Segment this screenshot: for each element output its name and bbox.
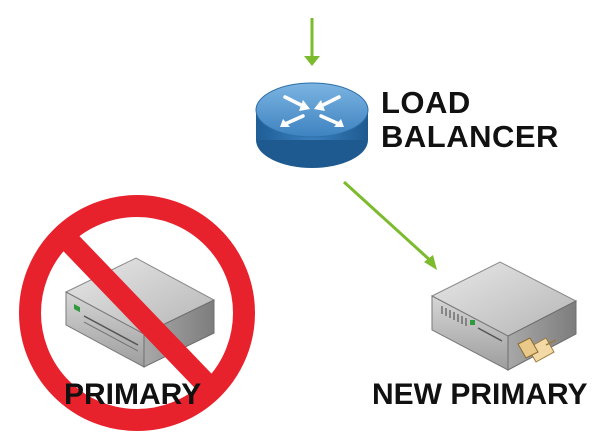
- network-cable-icon: [517, 337, 557, 363]
- server-icon: [430, 261, 578, 371]
- new-primary-label: NEW PRIMARY: [372, 378, 588, 411]
- load-balancer-label-line1: LOAD: [381, 85, 471, 120]
- load-balancer-label: LOAD BALANCER: [381, 86, 596, 154]
- incoming-arrow: [304, 18, 320, 66]
- prohibited-icon: [19, 195, 255, 431]
- route-arrow: [342, 180, 437, 270]
- load-balancer-label-line2: BALANCER: [381, 119, 559, 154]
- old-primary-label: PRIMARY: [64, 378, 202, 411]
- router-icon: [255, 82, 369, 168]
